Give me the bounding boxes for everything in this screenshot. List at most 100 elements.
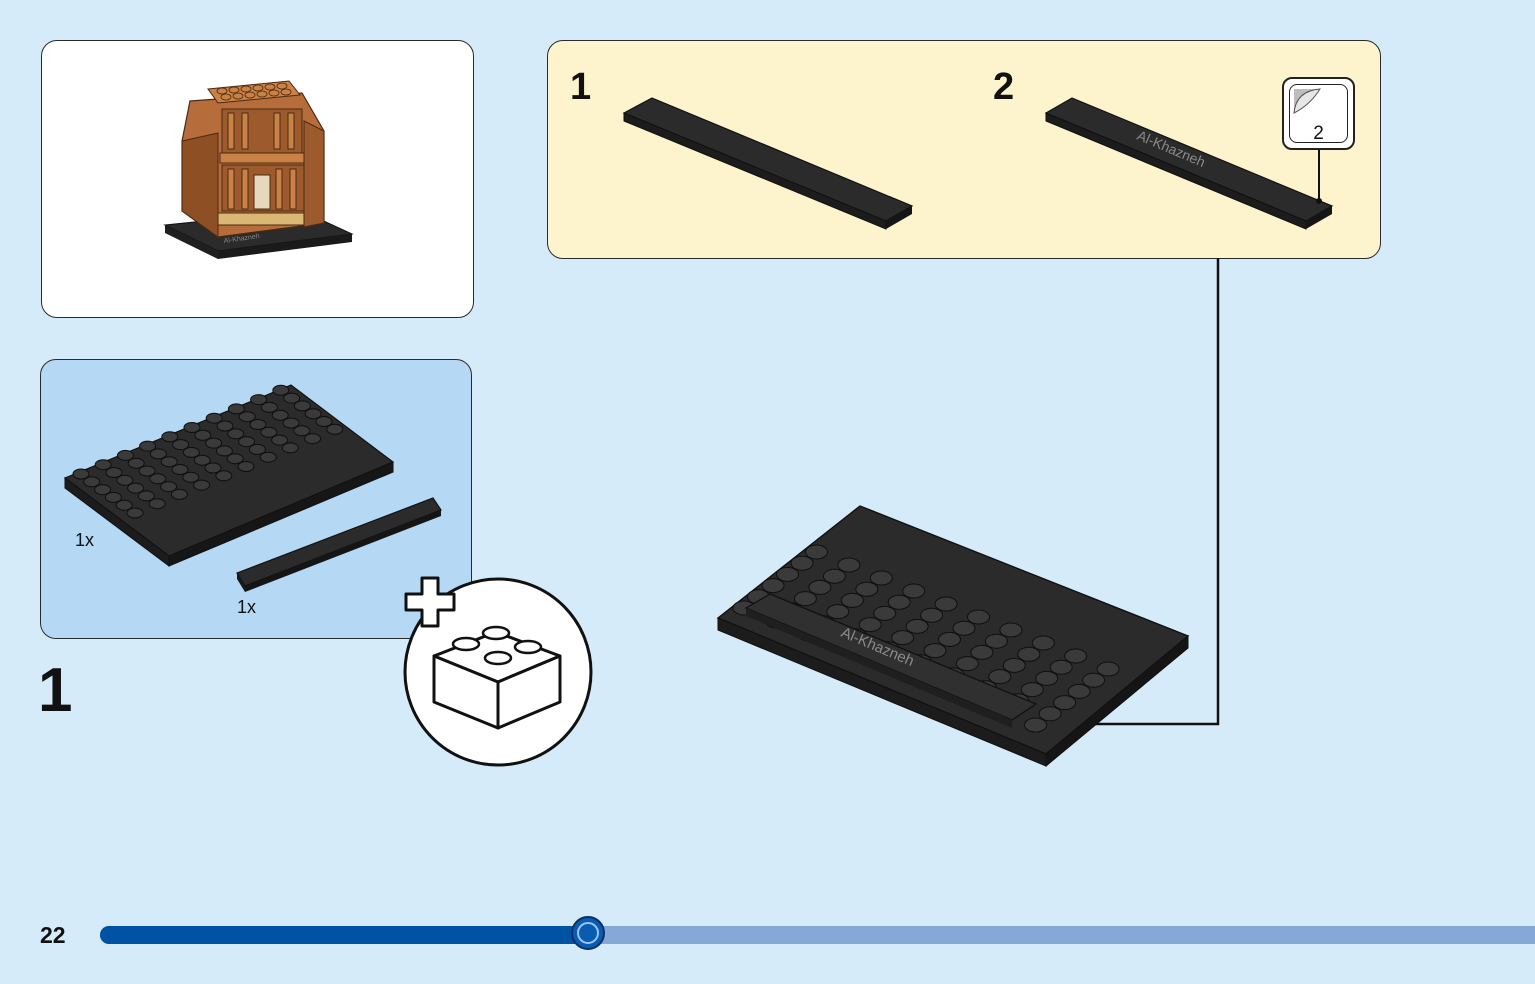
- stud: [271, 434, 289, 446]
- stud: [855, 581, 879, 597]
- stud: [999, 622, 1023, 638]
- stud: [869, 570, 893, 586]
- finished-model-preview: Al-Khazneh: [41, 40, 474, 318]
- stud: [304, 433, 322, 445]
- stud: [161, 431, 179, 443]
- stud: [183, 422, 201, 433]
- stud: [955, 656, 979, 672]
- stud: [193, 479, 211, 491]
- stud: [149, 448, 167, 460]
- substep1-tile-image: [622, 97, 914, 230]
- base-print: Al-Khazneh: [223, 233, 260, 245]
- stud: [116, 449, 134, 461]
- stud: [1017, 646, 1041, 662]
- progress-fill: [100, 926, 598, 944]
- stud: [326, 423, 344, 435]
- stud: [805, 544, 828, 560]
- stud: [1020, 682, 1044, 698]
- stud: [172, 439, 190, 451]
- khazneh-model-image: Al-Khazneh: [163, 80, 354, 259]
- stud: [826, 604, 850, 620]
- stud: [137, 490, 155, 502]
- stud: [171, 464, 189, 475]
- tile-quantity: 1x: [237, 597, 257, 617]
- stud: [1082, 672, 1106, 688]
- stud: [1064, 648, 1088, 664]
- stud: [205, 412, 223, 424]
- stud: [793, 591, 817, 607]
- stud: [271, 409, 289, 421]
- tile-1x8-image: [236, 497, 442, 592]
- stud: [259, 451, 277, 463]
- stud: [182, 446, 200, 458]
- stud: [138, 465, 156, 477]
- stud: [94, 459, 112, 471]
- stud: [905, 618, 929, 634]
- stud: [858, 617, 882, 633]
- stud: [115, 499, 133, 511]
- substep-images: Al-Khazneh: [622, 97, 1334, 230]
- stud: [923, 643, 947, 659]
- stud: [808, 579, 832, 595]
- substep2-number: 2: [993, 66, 1015, 108]
- progress-knob: [571, 916, 605, 950]
- stud: [215, 470, 233, 482]
- stud: [260, 426, 278, 438]
- stud: [988, 669, 1012, 685]
- stud: [776, 566, 799, 582]
- stud: [938, 631, 961, 647]
- stud: [952, 620, 976, 636]
- stud: [160, 456, 178, 468]
- stud: [1096, 661, 1120, 677]
- stud: [216, 420, 234, 432]
- stud: [226, 453, 244, 465]
- stud: [194, 429, 212, 441]
- stud: [205, 437, 223, 449]
- stud: [238, 411, 256, 423]
- stud: [282, 417, 300, 429]
- stud: [293, 400, 311, 412]
- stud: [902, 583, 926, 599]
- substep1-number: 1: [570, 66, 592, 108]
- sticker-badge: 2: [1282, 77, 1355, 150]
- stud: [160, 481, 178, 493]
- stud: [281, 442, 299, 454]
- stud: [283, 392, 301, 404]
- stud: [237, 461, 255, 472]
- stud: [149, 473, 167, 485]
- stud: [790, 555, 814, 571]
- stud: [127, 482, 145, 494]
- stud: [1053, 695, 1077, 711]
- stud: [293, 425, 311, 437]
- stud: [94, 484, 112, 496]
- stud: [970, 644, 994, 660]
- stud: [822, 568, 846, 584]
- stud: [887, 594, 911, 610]
- stud: [72, 468, 90, 480]
- step-number: 1: [38, 656, 73, 725]
- stud: [920, 607, 944, 623]
- stud: [148, 498, 166, 510]
- stud: [272, 384, 290, 396]
- stud: [139, 440, 157, 452]
- substep-callout: Al-Khazneh: [547, 40, 1381, 259]
- stud: [238, 436, 256, 448]
- progress-bar: [100, 916, 1535, 950]
- stud: [182, 471, 200, 483]
- stud: [248, 443, 266, 455]
- stud: [170, 488, 188, 500]
- stud: [1031, 635, 1055, 651]
- sticker-icon: 2: [1289, 84, 1348, 143]
- stud: [1035, 670, 1059, 686]
- stud: [204, 462, 222, 474]
- parts-images: [63, 384, 442, 592]
- stud: [1024, 717, 1048, 733]
- stud: [837, 557, 861, 573]
- stud: [116, 474, 134, 486]
- stud: [127, 457, 145, 469]
- stud: [193, 454, 211, 466]
- stud: [934, 596, 958, 612]
- stud: [249, 419, 267, 430]
- stud: [1049, 659, 1073, 675]
- plus-brick-icon: [403, 576, 593, 767]
